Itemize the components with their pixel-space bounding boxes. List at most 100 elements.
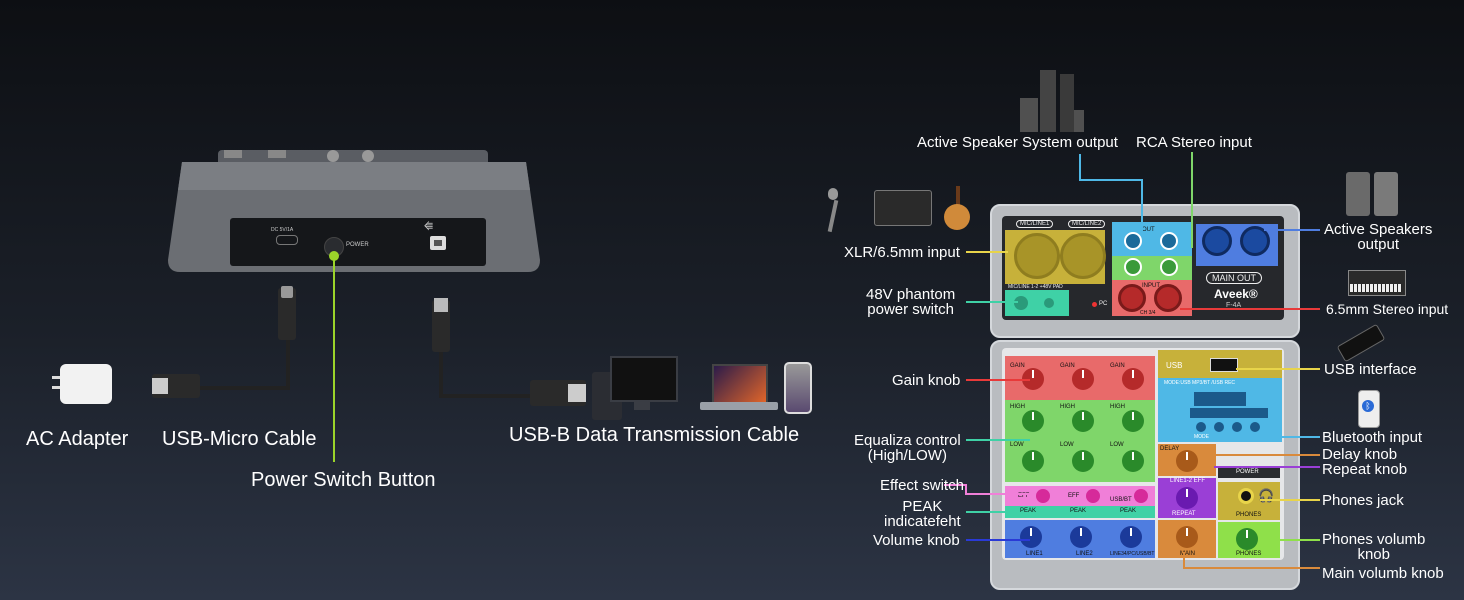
usb-symbol-icon: ⭅: [424, 222, 433, 233]
usb-b-label: USB-B Data Transmission Cable: [509, 424, 800, 446]
line34-text: LINE34/PC/USB/BT: [1110, 551, 1155, 557]
eff-button-2[interactable]: [1086, 489, 1100, 503]
power-switch-label: POWER: [346, 242, 369, 248]
player-button-1[interactable]: [1196, 422, 1206, 432]
ac-adapter-icon: [52, 362, 112, 406]
low-knob-2[interactable]: [1072, 450, 1094, 472]
volume-knob-1[interactable]: [1020, 526, 1042, 548]
callout-active-speakers: Active Speakers output: [1324, 221, 1433, 253]
stereo-in-jack-l[interactable]: [1118, 284, 1146, 312]
rca-in-l[interactable]: [1124, 258, 1142, 276]
keyboard-keys: [1350, 284, 1402, 292]
phones-jack[interactable]: [1238, 488, 1254, 504]
phantom-led: [1044, 298, 1054, 308]
power-switch-callout: Power Switch Button: [251, 469, 436, 491]
gain-knob-1[interactable]: [1022, 368, 1044, 390]
player-button-4[interactable]: [1250, 422, 1260, 432]
volume-knob-3[interactable]: [1120, 526, 1142, 548]
high-knob-1[interactable]: [1022, 410, 1044, 432]
gain-text-1: GAIN: [1010, 363, 1025, 369]
mic-line-label-2: MIC/LINE2: [1068, 220, 1106, 228]
rca-out-r[interactable]: [1160, 232, 1178, 250]
usb-text: USB: [1166, 361, 1183, 370]
callout-main-vol: Main volumb knob: [1322, 565, 1444, 582]
monitor-stand: [634, 400, 650, 410]
brand-label: Aveek®: [1214, 287, 1258, 301]
callout-phones-jack: Phones jack: [1322, 492, 1404, 509]
callout-delay: Delay knob: [1322, 446, 1398, 463]
low-text-3: LOW: [1110, 442, 1124, 448]
delay-knob[interactable]: [1176, 450, 1198, 472]
speaker-system-icon: [1018, 70, 1084, 132]
phone-icon: [784, 362, 812, 414]
rca-out-l[interactable]: [1124, 232, 1142, 250]
delay-text: DELAY: [1160, 446, 1180, 452]
low-knob-3[interactable]: [1122, 450, 1144, 472]
mode-button-label: MODE: [1194, 434, 1209, 440]
phones-vol-knob[interactable]: [1236, 528, 1258, 550]
eff-text-2: EFF: [1068, 493, 1080, 499]
high-text-3: HIGH: [1110, 404, 1125, 410]
high-text-2: HIGH: [1060, 404, 1075, 410]
player-display: [1194, 392, 1246, 406]
dc-port: [276, 235, 298, 245]
low-knob-1[interactable]: [1022, 450, 1044, 472]
main-out-jack-r[interactable]: [1240, 226, 1270, 256]
pc-led: [1092, 302, 1097, 307]
high-text-1: HIGH: [1010, 404, 1025, 410]
high-knob-3[interactable]: [1122, 410, 1144, 432]
usb-port[interactable]: [1210, 358, 1238, 372]
callout-xlr: XLR/6.5mm input: [844, 244, 960, 261]
power-led-zone: [1218, 466, 1280, 478]
line2-text: LINE2: [1076, 551, 1093, 557]
callout-active-speaker-system: Active Speaker System output: [917, 134, 1118, 151]
main-out-label: MAIN OUT: [1206, 272, 1262, 284]
bluetooth-icon: ᛒ: [1362, 400, 1374, 412]
xlr-jack-1[interactable]: [1014, 233, 1060, 279]
speakers-pair-icon: [1346, 172, 1398, 216]
eff-button-3[interactable]: [1134, 489, 1148, 503]
usb-b-port-inner: [434, 240, 442, 246]
gain-knob-3[interactable]: [1122, 368, 1144, 390]
eff-button-1[interactable]: [1036, 489, 1050, 503]
rca-in-r[interactable]: [1160, 258, 1178, 276]
main-knob[interactable]: [1176, 526, 1198, 548]
micro-usb-plug: [278, 288, 296, 340]
stereo-in-jack-r[interactable]: [1154, 284, 1182, 312]
wireless-mic-icon: [874, 190, 932, 226]
player-button-2[interactable]: [1214, 422, 1224, 432]
gain-text-3: GAIN: [1110, 363, 1125, 369]
usb-micro-label: USB-Micro Cable: [162, 428, 317, 450]
laptop-base: [700, 402, 778, 410]
usb-a-plug-left-tip: [152, 378, 168, 394]
peak-zone: [1005, 506, 1155, 518]
peak-text-3: PEAK: [1120, 508, 1137, 514]
callout-repeat: Repeat knob: [1322, 461, 1408, 478]
volume-knob-2[interactable]: [1070, 526, 1092, 548]
repeat-knob[interactable]: [1176, 487, 1198, 509]
mic-line-label-1: MIC/LINE1: [1016, 220, 1054, 228]
usb-a-plug-right-tip: [568, 384, 586, 402]
line-eff-text: LINE1-2 EFF: [1170, 478, 1206, 484]
ch-label: CH 3/4: [1140, 310, 1156, 316]
rca-out-label: OUT: [1142, 227, 1155, 233]
callout-volume: Volume knob: [873, 532, 960, 549]
main-text: MAIN: [1180, 551, 1195, 557]
callout-bluetooth: Bluetooth input: [1322, 429, 1423, 446]
mode-bar: [1190, 408, 1268, 418]
usb-b-plug-tip: [434, 298, 448, 312]
gain-knob-2[interactable]: [1072, 368, 1094, 390]
repeat-text: REPEAT: [1172, 511, 1196, 517]
low-text-2: LOW: [1060, 442, 1074, 448]
callout-phantom: 48V phantom power switch: [866, 286, 956, 318]
main-out-jack-l[interactable]: [1202, 226, 1232, 256]
phantom-switch[interactable]: [1014, 296, 1028, 310]
high-knob-2[interactable]: [1072, 410, 1094, 432]
stereo-in-label: INPUT: [1142, 283, 1160, 289]
model-label: F-4A: [1226, 302, 1242, 309]
guitar-icon: [942, 186, 972, 230]
xlr-jack-2[interactable]: [1060, 233, 1106, 279]
low-text-1: LOW: [1010, 442, 1024, 448]
player-button-3[interactable]: [1232, 422, 1242, 432]
